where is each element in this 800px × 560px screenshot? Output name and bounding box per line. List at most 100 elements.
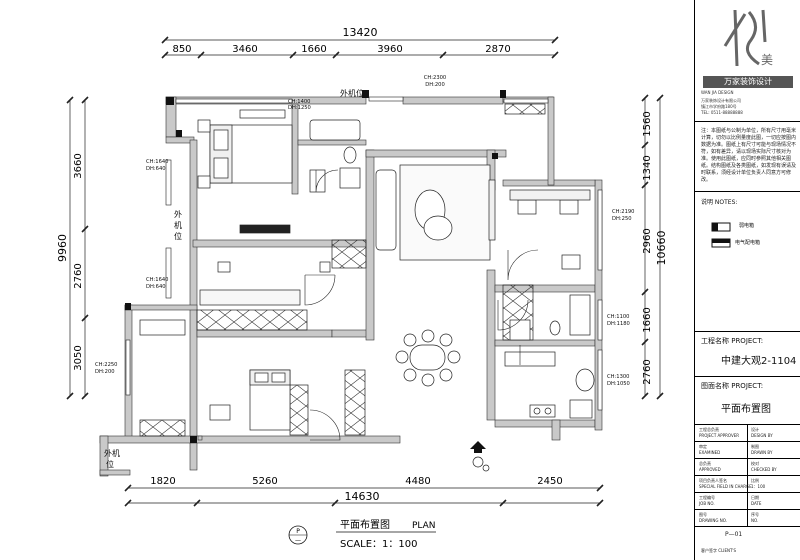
row-label-cn: 图号	[699, 512, 707, 517]
row-label-en: JOB NO.	[699, 501, 715, 506]
firm-name: 万家装饰设计	[703, 76, 793, 88]
sofa	[375, 169, 397, 251]
row-label2-en: 1：100	[751, 484, 766, 489]
annot-ch-left3: CH:2250	[95, 362, 117, 368]
furniture	[139, 109, 595, 472]
firm-en: WAN JIA DESIGN	[701, 90, 734, 95]
ac-labels: 外机位 外 机 位 外机 位	[104, 88, 364, 469]
annot-ch-right1: CH:2190	[612, 209, 634, 215]
row-label2-en: DRAWN BY	[751, 450, 773, 455]
row-label-en: APPROVED	[699, 467, 721, 472]
annot-dh-left3: DH:200	[95, 369, 115, 375]
firm-cn: 万家装饰设计有限公司	[701, 98, 741, 103]
dim-right-3: 2960	[642, 228, 653, 253]
windows	[125, 96, 603, 411]
dim-top-1: 850	[172, 44, 191, 55]
plan-symbol-top: P	[296, 528, 300, 535]
annot-ch-top: CH:2300	[424, 75, 446, 81]
client-signature-label: 客户签字 CLIENT'S	[701, 548, 737, 553]
row-label2-cn: 序号	[751, 512, 759, 517]
row-label2-en: NO.	[751, 518, 759, 523]
plan-title-cn: 平面布置图	[340, 519, 390, 531]
row-label-en: SPECIAL FIELD IN CHARGE	[699, 484, 752, 489]
door-swings	[304, 169, 539, 441]
distribution-box-icon	[711, 238, 731, 248]
annot-dh-left2: DH:640	[146, 284, 166, 290]
row-label2-en: DATE	[751, 501, 762, 506]
annot-dh-right2: DH:1180	[607, 321, 630, 327]
legend-item1: 弱电箱	[739, 223, 755, 229]
walls	[99, 96, 603, 477]
dim-top-3: 1660	[301, 44, 326, 55]
row-label-cn: 工程编号	[699, 495, 715, 500]
row-label-en: PROJECT APPROVER	[699, 433, 740, 438]
wardrobes	[139, 103, 546, 437]
drawing-number: P—01	[725, 531, 743, 538]
dim-top-4: 3960	[377, 44, 402, 55]
annot-dh-left1: DH:640	[146, 166, 166, 172]
ac-bottom-label-2: 位	[106, 459, 114, 469]
plan-symbol-bottom: —	[295, 537, 301, 544]
weak-current-box-icon	[711, 222, 731, 232]
dim-total-bottom: 14630	[345, 490, 380, 503]
annot-ch-bed1: CH:1400	[288, 99, 310, 105]
dim-bottom-2: 5260	[252, 476, 277, 487]
ac-bottom-label-1: 外机	[104, 448, 120, 458]
tv-cabinet	[488, 179, 496, 241]
plan-scale: SCALE：1：100	[340, 539, 418, 550]
title-block-divider	[747, 425, 748, 442]
legend-item2: 电气配电箱	[735, 240, 761, 246]
row-label2-cn: 比例	[751, 478, 759, 483]
annot-ch-right3: CH:1300	[607, 374, 629, 380]
annot-ch-left2: CH:1640	[146, 277, 168, 283]
entrance-arrow	[470, 441, 486, 453]
ac-left-label-2: 机	[174, 220, 182, 230]
row-label2-en: DESIGN BY	[751, 433, 773, 438]
firm-logo: 美	[723, 9, 773, 67]
ac-left-label-1: 外	[174, 209, 182, 219]
dim-bottom-4: 2450	[537, 476, 562, 487]
project-name: 中建大观2-1104	[721, 356, 797, 367]
project-label: 工程名称 PROJECT:	[701, 337, 764, 345]
row-label2-cn: 日期	[751, 495, 759, 500]
row-label2-en: CHECKED BY	[751, 467, 777, 472]
row-label2-cn: 校对	[751, 461, 759, 466]
dim-left-3: 3050	[73, 345, 84, 370]
annot-dh-bed1: DH:1250	[288, 105, 311, 111]
dim-top-2: 3460	[232, 44, 257, 55]
title-block-divider	[747, 476, 748, 493]
dim-right-4: 1660	[642, 307, 653, 332]
columns	[125, 90, 506, 443]
title-block-divider	[747, 442, 748, 459]
annot-ch-right2: CH:1100	[607, 314, 629, 320]
row-label-en: DRAWING NO.	[699, 518, 727, 523]
firm-tel: TEL: 0511-88888888	[701, 110, 743, 115]
row-label2-cn: 制图	[751, 444, 759, 449]
dim-bottom-1: 1820	[150, 476, 175, 487]
drawing-name: 平面布置图	[721, 404, 771, 415]
title-block-divider	[747, 510, 748, 527]
title-block: 美 万家装饰设计 WAN JIA DESIGN 万家装饰设计有限公司 镇江市学府…	[694, 0, 800, 560]
legend-heading: 说明 NOTES:	[701, 199, 738, 206]
annotations: CH:2300 DH:200 CH:1400 DH:1250 CH:1640 D…	[95, 75, 634, 387]
row-label-cn: 总负责	[699, 461, 711, 466]
dim-right-2: 1340	[642, 155, 653, 180]
annot-dh-top: DH:200	[425, 82, 445, 88]
drawing-label: 图面名称 PROJECT:	[701, 382, 764, 390]
row-label-en: EXAMINED	[699, 450, 721, 455]
row-label-cn: 审定	[699, 444, 707, 449]
dim-left-1: 3660	[73, 153, 84, 178]
firm-address: 镇江市学府路180号	[701, 104, 737, 109]
title-block-divider	[747, 493, 748, 510]
plan-title-en: PLAN	[412, 521, 436, 531]
dim-left-2: 2760	[73, 263, 84, 288]
title-block-divider	[747, 459, 748, 476]
ac-top-label: 外机位	[340, 88, 364, 98]
design-notes: 注：本图纸与公制为单位，所有尺寸用毫米计算，切勿以比例量度此图，一切应按图内数据…	[701, 128, 797, 183]
